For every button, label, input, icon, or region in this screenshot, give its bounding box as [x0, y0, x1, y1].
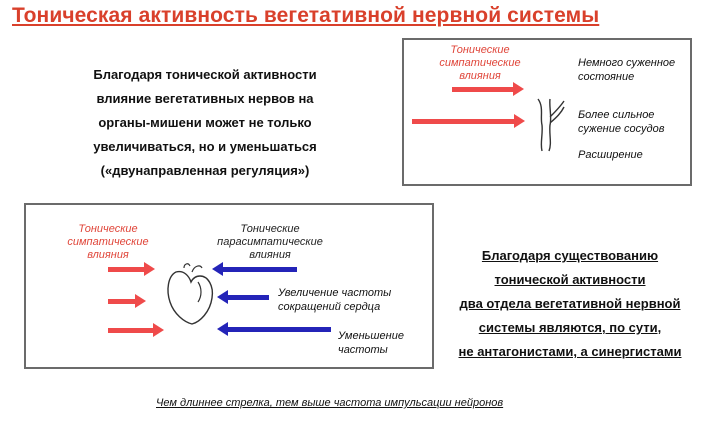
state-narrow: Немного суженное состояние [578, 56, 688, 84]
blood-vessel-icon [530, 95, 566, 155]
heart-icon [162, 262, 216, 326]
footnote: Чем длиннее стрелка, тем выше частота им… [156, 397, 503, 409]
left-text: Благодаря тонической активности влияние … [70, 63, 340, 183]
left-text-line: («двунаправленная регуляция») [70, 159, 340, 183]
heart-sympathetic-label: Тонические симпатические влияния [58, 223, 158, 262]
decrease-label: Уменьшение частоты [338, 329, 428, 357]
heart-parasympathetic-arrow-1 [212, 262, 297, 276]
right-text: Благодаря существованию тонической актив… [445, 244, 695, 364]
right-text-line: два отдела вегетативной нервной [445, 292, 695, 316]
page-title: Тоническая активность вегетативной нервн… [12, 4, 712, 28]
left-text-line: органы-мишени может не только [70, 111, 340, 135]
increase-label: Увеличение частоты сокращений сердца [278, 286, 418, 314]
right-text-line: не антагонистами, а синергистами [445, 340, 695, 364]
right-text-line: тонической активности [445, 268, 695, 292]
heart-sympathetic-arrow-1 [108, 262, 155, 276]
state-stronger: Более сильное сужение сосудов [578, 108, 688, 136]
vessel-sympathetic-label: Тонические симпатические влияния [432, 44, 528, 83]
heart-parasympathetic-label: Тонические парасимпатические влияния [210, 223, 330, 262]
state-dilation: Расширение [578, 148, 688, 162]
heart-parasympathetic-arrow-3 [217, 322, 331, 336]
left-text-line: увеличиваться, но и уменьшаться [70, 135, 340, 159]
left-text-line: влияние вегетативных нервов на [70, 87, 340, 111]
heart-parasympathetic-arrow-2 [217, 290, 269, 304]
right-text-line: Благодаря существованию [445, 244, 695, 268]
vessel-arrow-short [452, 82, 524, 96]
right-text-line: системы являются, по сути, [445, 316, 695, 340]
vessel-arrow-long [412, 114, 525, 128]
heart-sympathetic-arrow-3 [108, 323, 164, 337]
heart-sympathetic-arrow-2 [108, 294, 146, 308]
left-text-line: Благодаря тонической активности [70, 63, 340, 87]
